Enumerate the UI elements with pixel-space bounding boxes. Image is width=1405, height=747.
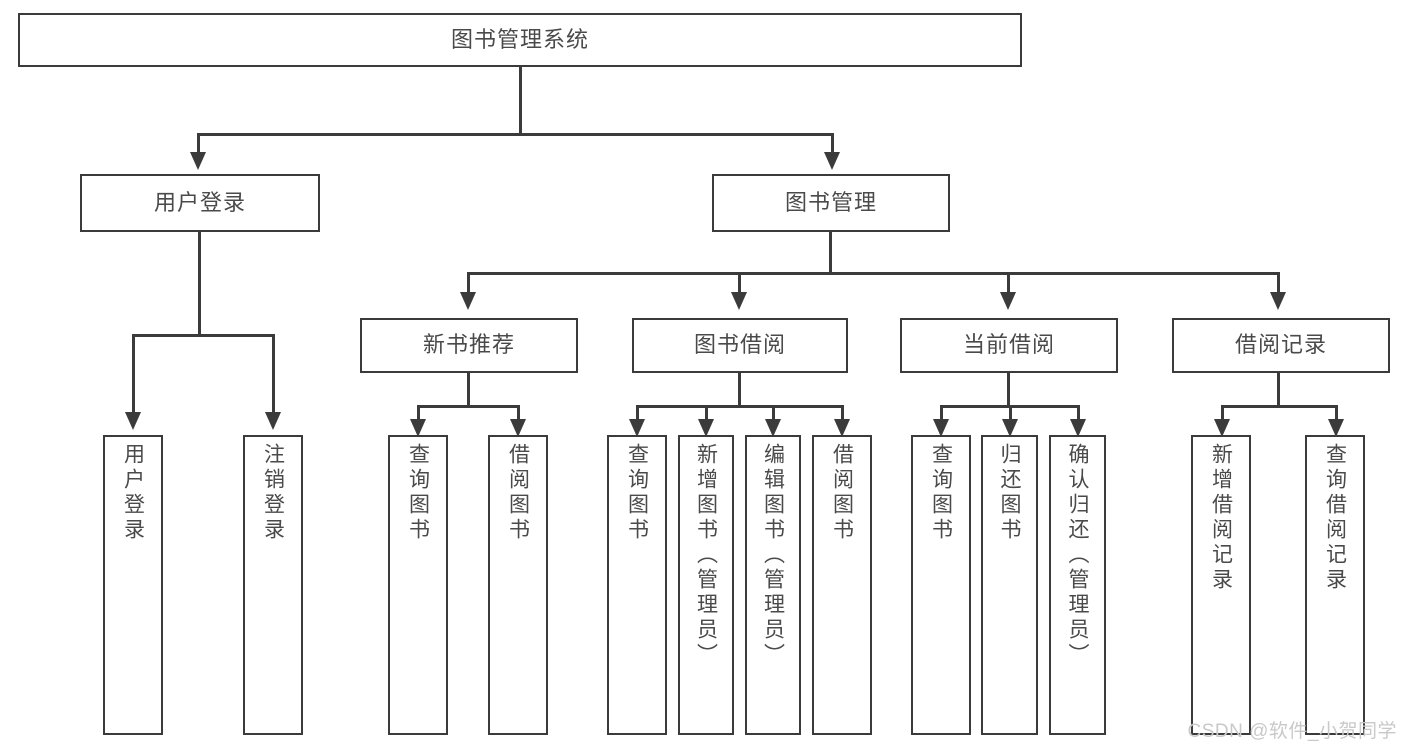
connector-borrow-record-stem bbox=[1277, 373, 1280, 408]
leaf-user-logout[interactable]: 注销登录 bbox=[243, 435, 303, 735]
leaf-return-book[interactable]: 归还图书 bbox=[981, 435, 1038, 735]
connector-current-borrow-leaf-3 bbox=[1077, 405, 1080, 421]
connector-current-borrow-leaf-1 bbox=[940, 405, 943, 421]
connector-new-book-leaf-2 bbox=[517, 405, 520, 421]
connector-book-borrow-leaf-3 bbox=[772, 405, 775, 421]
node-label: 图书管理系统 bbox=[450, 26, 589, 52]
connector-book-borrow-leaf-1 bbox=[636, 405, 639, 421]
arrow-user-login-leaf-2 bbox=[265, 412, 281, 430]
arrow-new-book-leaf-2 bbox=[510, 419, 526, 437]
leaf-query-book-recommend[interactable]: 查询图书 bbox=[388, 435, 448, 735]
arrow-to-book-manage bbox=[824, 152, 840, 170]
node-label: 用户登录 bbox=[153, 189, 246, 215]
arrow-book-manage-child-2 bbox=[731, 292, 747, 310]
arrow-book-manage-child-4 bbox=[1270, 292, 1286, 310]
connector-book-manage-child-1 bbox=[467, 272, 470, 294]
connector-book-borrow-leaf-2 bbox=[705, 405, 708, 421]
arrow-book-manage-child-1 bbox=[460, 292, 476, 310]
arrow-book-borrow-leaf-3 bbox=[765, 419, 781, 437]
arrow-book-borrow-leaf-2 bbox=[698, 419, 714, 437]
leaf-label: 新增图书（管理员） bbox=[694, 443, 718, 668]
leaf-confirm-return-admin[interactable]: 确认归还（管理员） bbox=[1049, 435, 1106, 735]
arrow-borrow-record-leaf-1 bbox=[1214, 419, 1230, 437]
connector-book-borrow-bar bbox=[636, 405, 844, 408]
leaf-label: 查询图书 bbox=[406, 443, 430, 543]
connector-root-stem bbox=[519, 67, 522, 135]
arrow-borrow-record-leaf-2 bbox=[1328, 419, 1344, 437]
leaf-label: 查询借阅记录 bbox=[1323, 443, 1347, 593]
leaf-query-book-borrow[interactable]: 查询图书 bbox=[607, 435, 667, 735]
connector-new-book-bar bbox=[417, 405, 520, 408]
node-current-borrow[interactable]: 当前借阅 bbox=[900, 318, 1118, 373]
node-book-borrow[interactable]: 图书借阅 bbox=[632, 318, 848, 373]
leaf-label: 注销登录 bbox=[261, 443, 285, 543]
arrow-current-borrow-leaf-2 bbox=[1002, 419, 1018, 437]
leaf-label: 归还图书 bbox=[998, 443, 1021, 543]
connector-borrow-record-bar bbox=[1221, 405, 1338, 408]
node-user-login[interactable]: 用户登录 bbox=[80, 174, 320, 232]
leaf-query-book-current[interactable]: 查询图书 bbox=[911, 435, 971, 735]
connector-user-login-stem bbox=[198, 232, 201, 337]
connector-current-borrow-stem bbox=[1007, 373, 1010, 408]
arrow-new-book-leaf-1 bbox=[410, 419, 426, 437]
connector-user-login-leaf-1 bbox=[132, 334, 135, 414]
connector-book-manage-child-2 bbox=[738, 272, 741, 294]
connector-root-to-user-login bbox=[197, 133, 200, 155]
connector-book-manage-bar bbox=[467, 272, 1279, 275]
connector-book-manage-child-4 bbox=[1277, 272, 1280, 294]
arrow-to-user-login bbox=[190, 152, 206, 170]
node-new-book-recommend[interactable]: 新书推荐 bbox=[360, 318, 578, 373]
leaf-add-book-admin[interactable]: 新增图书（管理员） bbox=[678, 435, 734, 735]
arrow-user-login-leaf-1 bbox=[125, 412, 141, 430]
leaf-edit-book-admin[interactable]: 编辑图书（管理员） bbox=[745, 435, 801, 735]
node-book-manage[interactable]: 图书管理 bbox=[712, 174, 950, 232]
leaf-borrow-book-recommend[interactable]: 借阅图书 bbox=[488, 435, 548, 735]
connector-book-manage-stem bbox=[829, 232, 832, 275]
node-label: 新书推荐 bbox=[422, 332, 515, 358]
arrow-current-borrow-leaf-1 bbox=[933, 419, 949, 437]
connector-book-manage-child-3 bbox=[1007, 272, 1010, 294]
connector-user-login-bar bbox=[132, 334, 275, 337]
arrow-book-borrow-leaf-1 bbox=[629, 419, 645, 437]
leaf-label: 确认归还（管理员） bbox=[1066, 443, 1089, 668]
leaf-label: 借阅图书 bbox=[830, 443, 854, 543]
node-label: 当前借阅 bbox=[962, 332, 1055, 358]
connector-borrow-record-leaf-2 bbox=[1335, 405, 1338, 421]
node-label: 借阅记录 bbox=[1234, 332, 1327, 358]
connector-book-borrow-leaf-4 bbox=[841, 405, 844, 421]
connector-root-bar bbox=[197, 133, 834, 136]
leaf-borrow-book[interactable]: 借阅图书 bbox=[812, 435, 872, 735]
connector-new-book-leaf-1 bbox=[417, 405, 420, 421]
leaf-label: 新增借阅记录 bbox=[1209, 443, 1233, 593]
connector-new-book-stem bbox=[467, 373, 470, 408]
node-root-system[interactable]: 图书管理系统 bbox=[18, 13, 1022, 67]
arrow-book-manage-child-3 bbox=[1000, 292, 1016, 310]
leaf-add-borrow-record[interactable]: 新增借阅记录 bbox=[1191, 435, 1251, 735]
node-label: 图书借阅 bbox=[693, 332, 786, 358]
leaf-query-borrow-record[interactable]: 查询借阅记录 bbox=[1305, 435, 1365, 735]
connector-root-to-book-manage bbox=[831, 133, 834, 155]
arrow-current-borrow-leaf-3 bbox=[1070, 419, 1086, 437]
connector-book-borrow-stem bbox=[738, 373, 741, 408]
leaf-label: 查询图书 bbox=[929, 443, 953, 543]
connector-current-borrow-leaf-2 bbox=[1009, 405, 1012, 421]
leaf-label: 编辑图书（管理员） bbox=[761, 443, 785, 668]
leaf-label: 用户登录 bbox=[121, 443, 145, 543]
leaf-user-login[interactable]: 用户登录 bbox=[103, 435, 163, 735]
connector-user-login-leaf-2 bbox=[272, 334, 275, 414]
arrow-book-borrow-leaf-4 bbox=[834, 419, 850, 437]
connector-borrow-record-leaf-1 bbox=[1221, 405, 1224, 421]
leaf-label: 借阅图书 bbox=[506, 443, 530, 543]
node-label: 图书管理 bbox=[784, 189, 877, 215]
leaf-label: 查询图书 bbox=[625, 443, 649, 543]
node-borrow-record[interactable]: 借阅记录 bbox=[1172, 318, 1390, 373]
